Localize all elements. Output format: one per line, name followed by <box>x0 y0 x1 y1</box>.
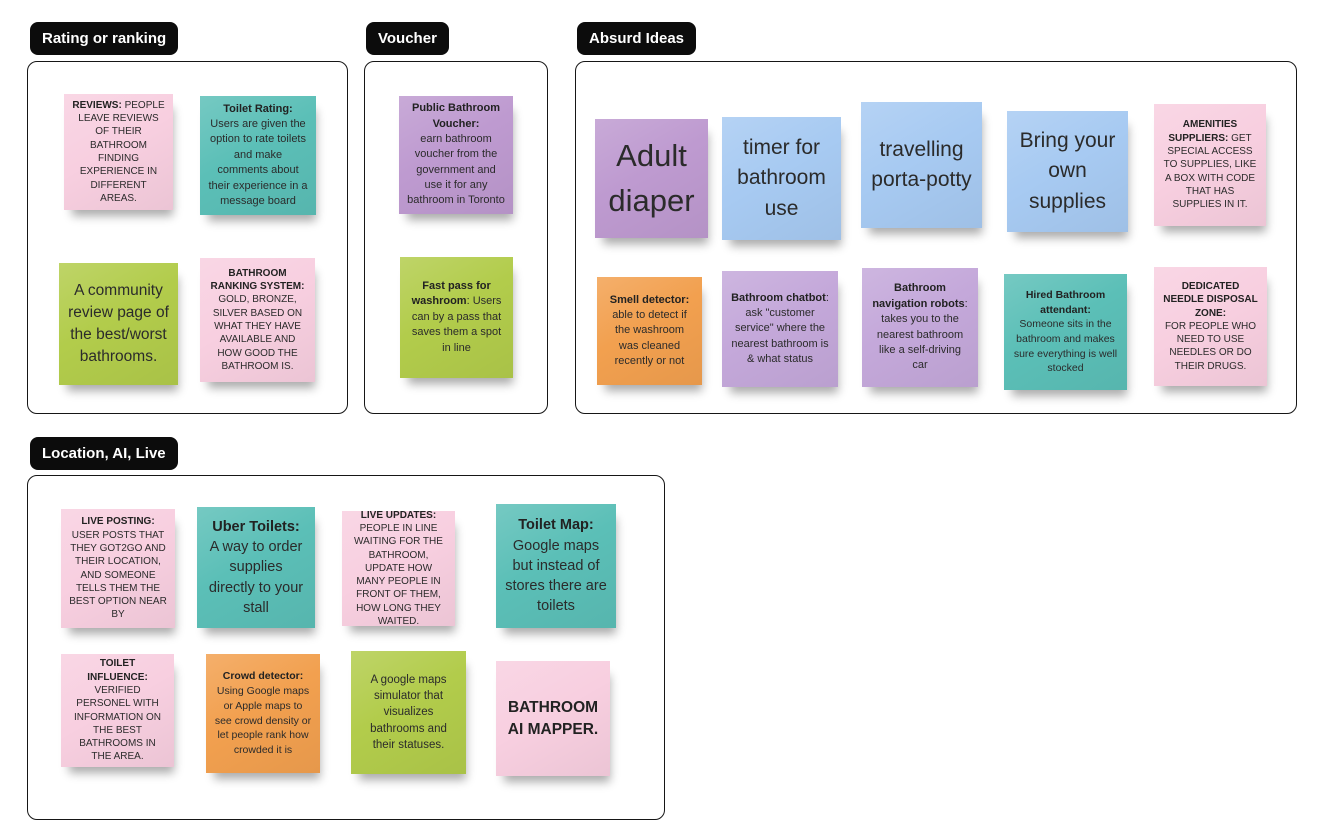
note-text: A google maps simulator that visualizes … <box>370 674 447 751</box>
sticky-note-fast-pass[interactable]: Fast pass for washroom: Users can by a p… <box>400 257 513 378</box>
sticky-note-maps-simulator[interactable]: A google maps simulator that visualizes … <box>351 651 466 774</box>
note-text: Bathroom navigation robots: takes you to… <box>872 282 968 372</box>
sticky-note-adult-diaper[interactable]: Adult diaper <box>595 119 708 238</box>
sticky-note-toilet-rating[interactable]: Toilet Rating:Users are given the option… <box>200 96 316 215</box>
note-text: A community review page of the best/wors… <box>68 282 169 365</box>
sticky-note-navigation-robots[interactable]: Bathroom navigation robots: takes you to… <box>862 268 978 387</box>
sticky-note-uber-toilets[interactable]: Uber Toilets:A way to order supplies dir… <box>197 507 315 628</box>
sticky-note-smell-detector[interactable]: Smell detector:able to detect if the was… <box>597 277 702 385</box>
note-text: travelling porta-potty <box>871 137 972 191</box>
frame-label-absurd-ideas[interactable]: Absurd Ideas <box>577 22 697 55</box>
sticky-note-live-updates[interactable]: LIVE UPDATES: PEOPLE IN LINE WAITING FOR… <box>342 509 455 628</box>
note-text: DEDICATED NEEDLE DISPOSAL ZONE:FOR PEOPL… <box>1163 280 1258 372</box>
note-text: Toilet Map:Google maps but instead of st… <box>505 517 607 615</box>
sticky-note-ai-mapper[interactable]: BATHROOM AI MAPPER. <box>496 661 610 776</box>
note-text: Public Bathroom Voucher:earn bathroom vo… <box>407 102 505 207</box>
note-text: timer for bathroom use <box>737 135 826 220</box>
note-text: LIVE POSTING: USER POSTS THAT THEY GOT2G… <box>69 516 167 621</box>
note-text: Hired Bathroom attendant:Someone sits in… <box>1013 288 1118 375</box>
sticky-note-bring-supplies[interactable]: Bring your own supplies <box>1007 111 1128 232</box>
note-text: BATHROOM AI MAPPER. <box>507 698 599 738</box>
sticky-note-porta-potty[interactable]: travelling porta-potty <box>861 102 982 228</box>
sticky-note-toilet-influence[interactable]: TOILET INFLUENCE:VERIFIED PERSONEL WITH … <box>61 654 174 767</box>
note-text: Fast pass for washroom: Users can by a p… <box>411 280 502 354</box>
sticky-note-amenities-suppliers[interactable]: AMENITIES SUPPLIERS: GET SPECIAL ACCESS … <box>1154 104 1266 226</box>
note-text: AMENITIES SUPPLIERS: GET SPECIAL ACCESS … <box>1163 119 1257 211</box>
sticky-note-needle-disposal[interactable]: DEDICATED NEEDLE DISPOSAL ZONE:FOR PEOPL… <box>1154 267 1267 386</box>
note-text: Toilet Rating:Users are given the option… <box>208 102 308 207</box>
note-text: REVIEWS: PEOPLE LEAVE REVIEWS OF THEIR B… <box>72 99 165 204</box>
sticky-note-toilet-map[interactable]: Toilet Map:Google maps but instead of st… <box>496 504 616 628</box>
note-text: LIVE UPDATES: PEOPLE IN LINE WAITING FOR… <box>354 509 443 628</box>
sticky-note-hired-attendant[interactable]: Hired Bathroom attendant:Someone sits in… <box>1004 274 1127 390</box>
note-text: Bring your own supplies <box>1019 128 1116 213</box>
note-text: TOILET INFLUENCE:VERIFIED PERSONEL WITH … <box>73 658 162 763</box>
frame-label-rating-or-ranking[interactable]: Rating or ranking <box>30 22 179 55</box>
note-text: Uber Toilets:A way to order supplies dir… <box>208 518 304 616</box>
sticky-note-crowd-detector[interactable]: Crowd detector:Using Google maps or Appl… <box>206 654 320 773</box>
note-text: Bathroom chatbot: ask "customer service"… <box>731 291 829 366</box>
sticky-note-public-bathroom-voucher[interactable]: Public Bathroom Voucher:earn bathroom vo… <box>399 96 513 214</box>
frame-label-location-ai-live[interactable]: Location, AI, Live <box>30 437 178 470</box>
frame-label-voucher[interactable]: Voucher <box>366 22 449 55</box>
sticky-note-timer[interactable]: timer for bathroom use <box>722 117 841 240</box>
sticky-note-bathroom-chatbot[interactable]: Bathroom chatbot: ask "customer service"… <box>722 271 838 387</box>
note-text: Adult diaper <box>608 138 695 218</box>
note-text: BATHROOM RANKING SYSTEM: GOLD, BRONZE, S… <box>210 267 305 372</box>
sticky-note-live-posting[interactable]: LIVE POSTING: USER POSTS THAT THEY GOT2G… <box>61 509 175 628</box>
sticky-note-reviews[interactable]: REVIEWS: PEOPLE LEAVE REVIEWS OF THEIR B… <box>64 94 173 210</box>
note-text: Smell detector:able to detect if the was… <box>609 293 690 368</box>
sticky-note-community-review[interactable]: A community review page of the best/wors… <box>59 263 178 385</box>
note-text: Crowd detector:Using Google maps or Appl… <box>214 670 312 756</box>
sticky-note-bathroom-ranking-system[interactable]: BATHROOM RANKING SYSTEM: GOLD, BRONZE, S… <box>200 258 315 382</box>
